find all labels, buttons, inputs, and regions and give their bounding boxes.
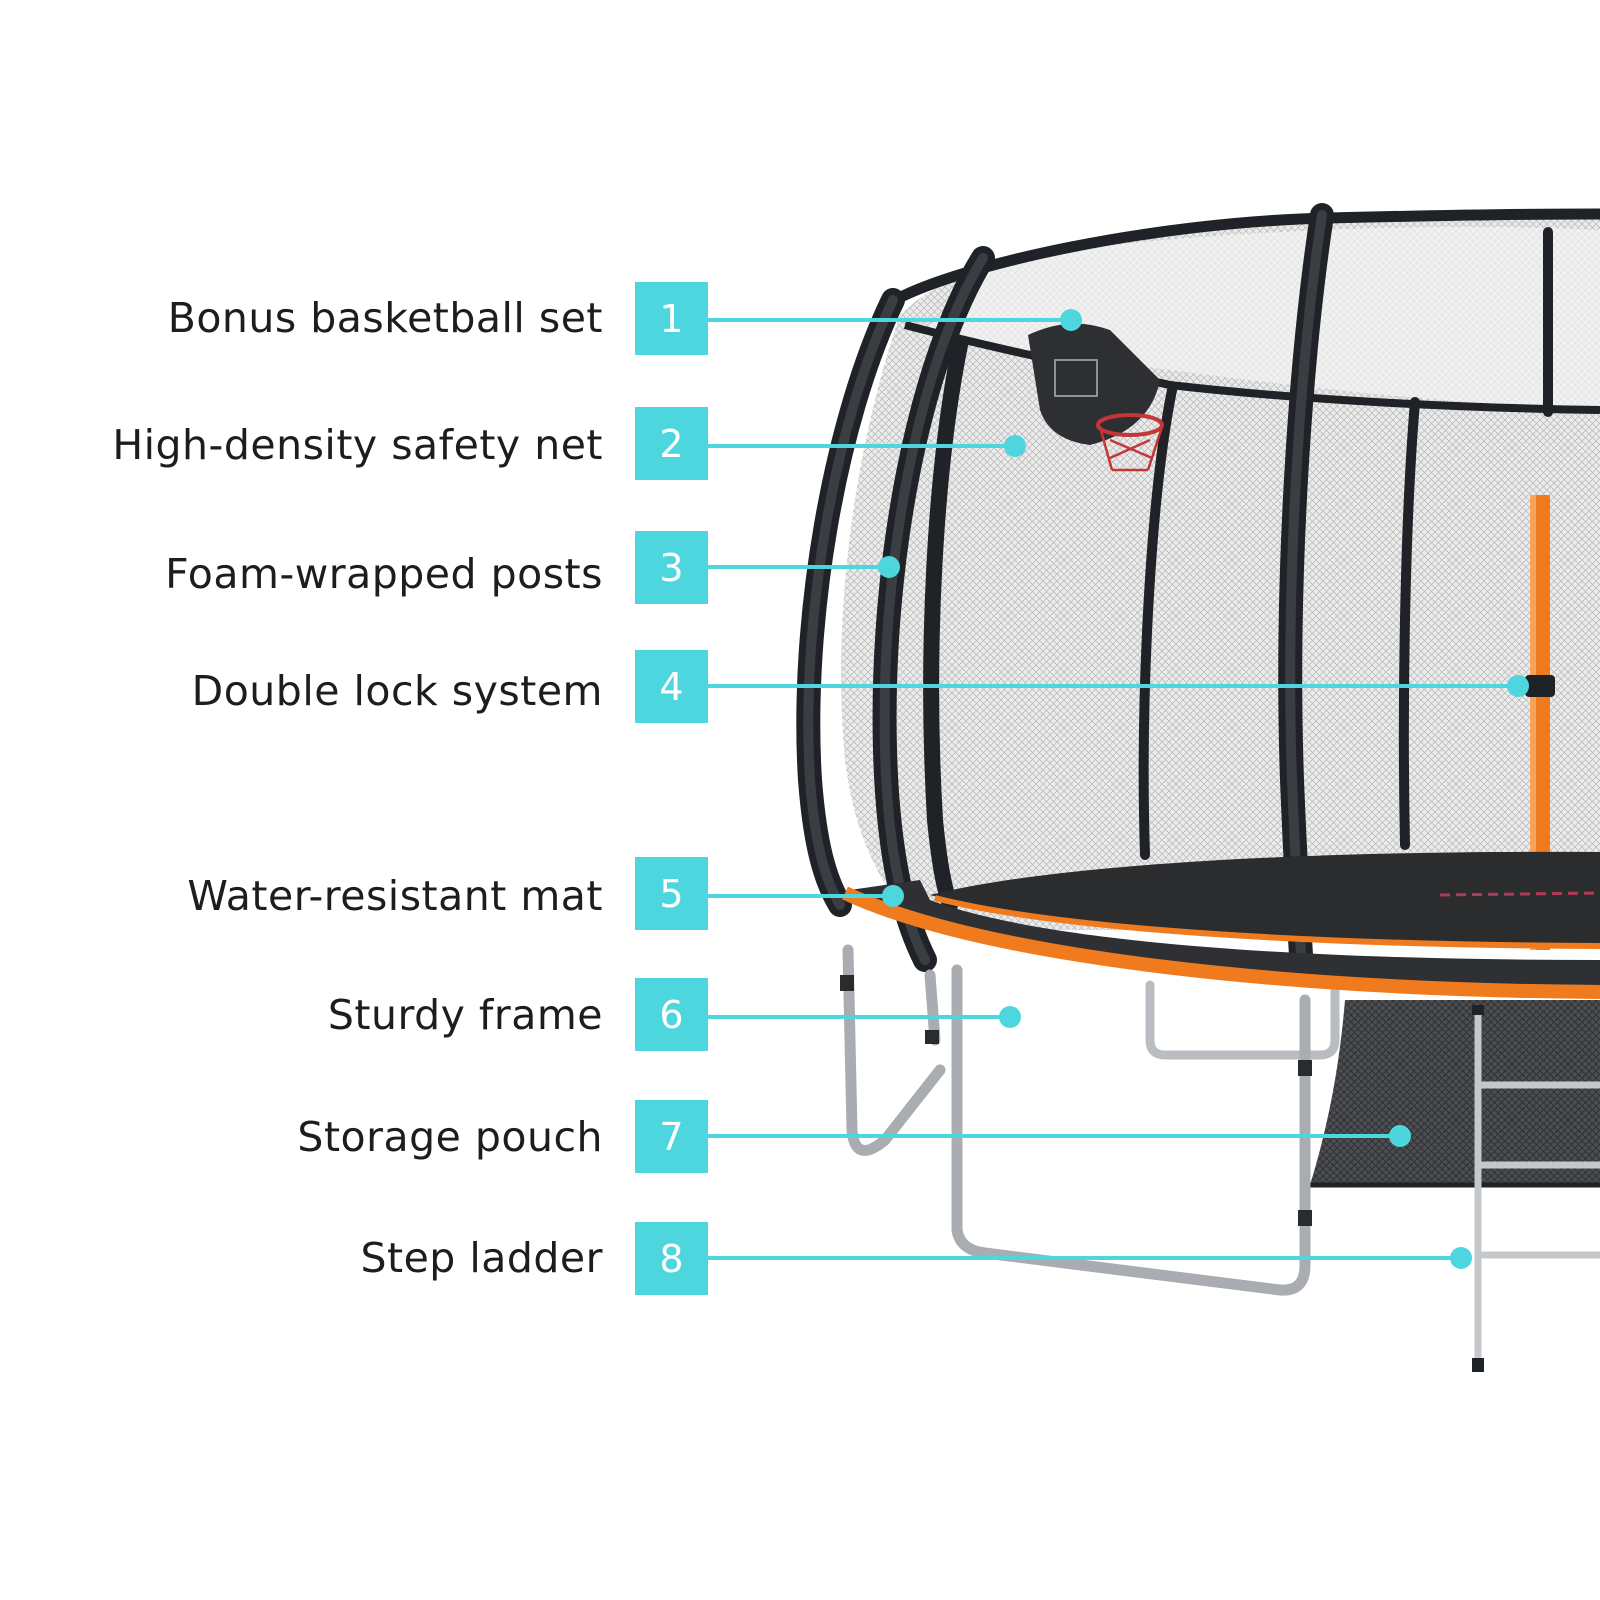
feature-label: Foam-wrapped posts bbox=[165, 550, 603, 598]
leader-dot-3 bbox=[878, 556, 900, 578]
callout-number-badge: 5 bbox=[635, 857, 708, 930]
feature-label: Storage pouch bbox=[297, 1113, 603, 1161]
leader-dot-7 bbox=[1389, 1125, 1411, 1147]
lock-icon bbox=[1525, 495, 1555, 950]
feature-label: Step ladder bbox=[360, 1234, 603, 1282]
leader-dot-1 bbox=[1060, 309, 1082, 331]
leader-dot-2 bbox=[1004, 435, 1026, 457]
feature-label: Sturdy frame bbox=[327, 991, 603, 1039]
ladder-icon bbox=[1474, 1006, 1600, 1369]
frame-padding bbox=[842, 886, 1600, 999]
callout-number-badge: 8 bbox=[635, 1222, 708, 1295]
callout-leaders bbox=[708, 309, 1529, 1269]
feature-label: Water-resistant mat bbox=[187, 872, 603, 920]
feature-label: Double lock system bbox=[191, 667, 603, 715]
rear-leg bbox=[1145, 980, 1340, 1060]
pouch-icon bbox=[1310, 1000, 1600, 1185]
feature-label: Bonus basketball set bbox=[167, 294, 603, 342]
frame-icon bbox=[842, 944, 1311, 1296]
basketball-hoop-icon bbox=[1028, 323, 1164, 472]
callout-number-badge: 6 bbox=[635, 978, 708, 1051]
leader-dot-4 bbox=[1507, 675, 1529, 697]
callout-number-badge: 3 bbox=[635, 531, 708, 604]
callout-number-badge: 2 bbox=[635, 407, 708, 480]
leader-dot-5 bbox=[882, 885, 904, 907]
leader-dot-6 bbox=[999, 1006, 1021, 1028]
callout-number-badge: 7 bbox=[635, 1100, 708, 1173]
callout-number-badge: 4 bbox=[635, 650, 708, 723]
callout-number-badge: 1 bbox=[635, 282, 708, 355]
feature-label: High-density safety net bbox=[112, 421, 603, 469]
leader-dot-8 bbox=[1450, 1247, 1472, 1269]
